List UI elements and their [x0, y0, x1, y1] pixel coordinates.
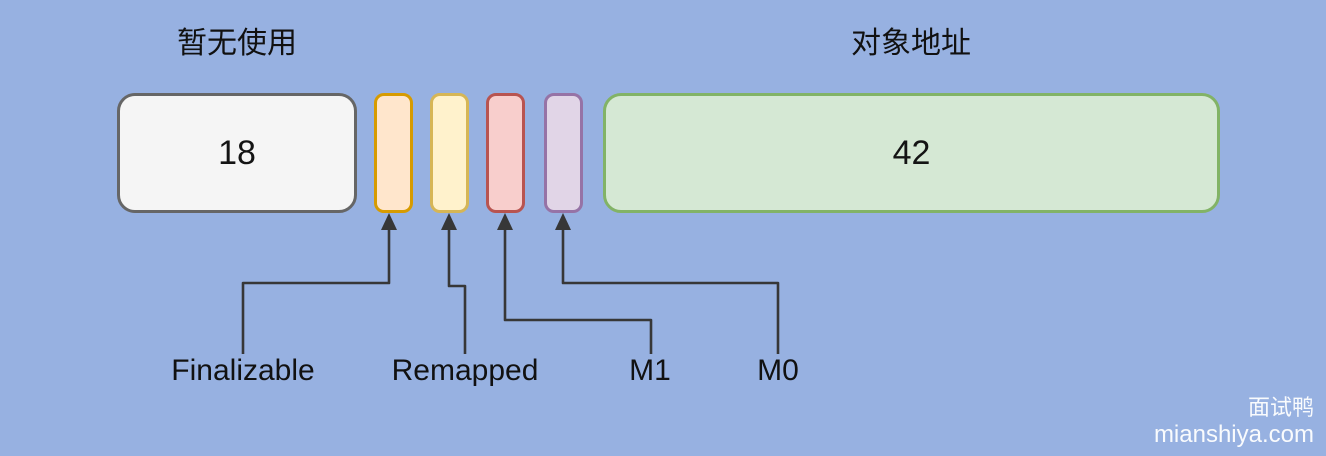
m1-label: M1	[629, 354, 671, 387]
watermark: 面试鸭 mianshiya.com	[1154, 395, 1314, 450]
segment-finalizable	[374, 93, 413, 213]
remapped-connector	[441, 213, 467, 354]
segment-remapped	[430, 93, 469, 213]
finalizable-connector	[241, 213, 397, 354]
watermark-brand: 面试鸭	[1247, 394, 1314, 420]
m1-connector	[497, 213, 653, 354]
remapped-label: Remapped	[391, 354, 539, 387]
object-address-section-label: 对象地址	[851, 27, 971, 60]
segment-m1	[486, 93, 525, 213]
finalizable-label: Finalizable	[171, 354, 315, 387]
watermark-site: mianshiya.com	[1153, 421, 1314, 449]
unused-bit-count: 18	[218, 133, 256, 172]
m0-label: M0	[757, 354, 799, 387]
unused-section-label: 暂无使用	[177, 27, 297, 60]
segment-object-address: 42	[603, 93, 1220, 213]
segment-m0	[544, 93, 583, 213]
object-address-bit-count: 42	[892, 133, 931, 172]
m0-connector	[555, 213, 780, 354]
segment-unused: 18	[117, 93, 357, 213]
